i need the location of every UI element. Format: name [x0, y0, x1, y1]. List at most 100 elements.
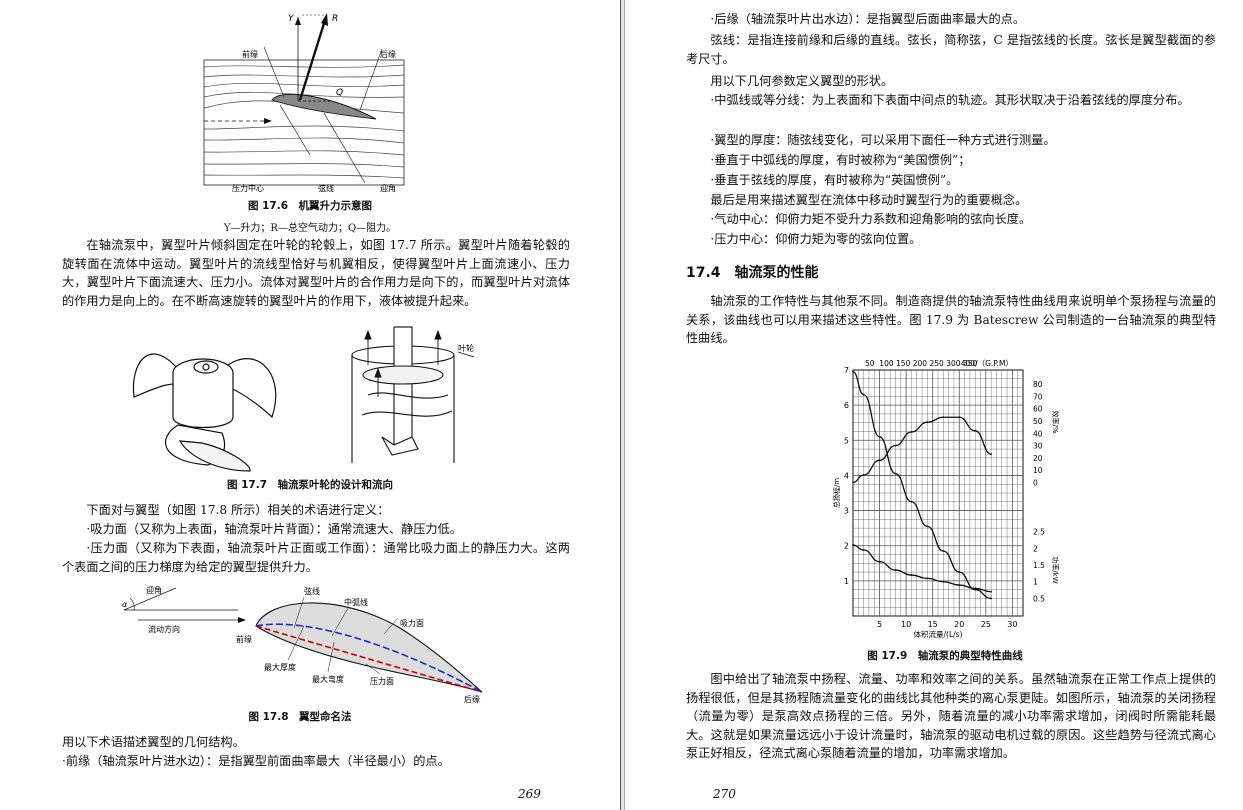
right-page: ·后缘（轴流泵叶片出水边）：是指翼型后面曲率最大的点。 弦线：是指连接前缘和后缘…: [625, 0, 1243, 810]
page-gutter: [620, 0, 625, 810]
left-paragraph-1: 在轴流泵中，翼型叶片倾斜固定在叶轮的轮毂上，如图 17.7 所示。翼型叶片随着轮…: [62, 238, 570, 308]
left-tick-label: 1: [844, 577, 849, 586]
data-point: [910, 574, 913, 576]
left-paragraph-2: 下面对与翼型（如图 17.8 所示）相关的术语进行定义：: [86, 503, 390, 517]
right-paragraph-12: 图中给出了轴流泵中扬程、流量、功率和效率之间的关系。虽然轴流泵在正常工作点上提供…: [686, 672, 1216, 761]
data-point: [942, 580, 945, 583]
label-leading-edge: 前缘: [236, 634, 252, 644]
power-tick-label: 1: [1033, 578, 1038, 587]
data-point: [958, 416, 961, 419]
left-paragraph-3: ·吸力面（又称为上表面，轴流泵叶片背面）：通常流速大、静压力低。: [86, 522, 462, 536]
label-impeller: 叶轮: [458, 343, 474, 353]
left-tick-label: 3: [844, 507, 849, 516]
label-pressure-surface: 压力面: [370, 676, 394, 686]
power-tick-label: 2.5: [1033, 528, 1045, 537]
left-paragraph-4: ·压力面（又称为下表面，轴流泵叶片正面或工作面）：通常比吸力面上的静压力大。这两…: [62, 541, 570, 574]
data-point: [862, 393, 865, 396]
x-tick-label: 5: [877, 620, 882, 629]
data-point: [852, 370, 854, 373]
label-attack-angle: 迎角: [380, 183, 396, 193]
label-chord: 弦线: [304, 586, 320, 596]
left-tick-label: 6: [844, 401, 849, 410]
data-point: [974, 587, 977, 590]
label-attack-angle: 迎角: [146, 585, 162, 595]
right-paragraph-3: 用以下几何参数定义翼型的形状。: [710, 74, 894, 88]
data-point: [910, 500, 913, 503]
efficiency-tick-label: 0: [1033, 478, 1038, 487]
right-paragraph-11: 轴流泵的工作特性与其他泵不同。制造商提供的轴流泵特性曲线用来说明单个泵扬程与流量…: [686, 294, 1216, 346]
data-point: [958, 584, 961, 586]
left-paragraph-6: ·前缘（轴流泵叶片进水边）：是指翼型前面曲率最大（半径最小）的点。: [62, 754, 450, 768]
left-page: Y R 前缘 后缘 Q v 压力中心 弦线 迎角 图 17.6 机翼升力示意图 …: [0, 0, 620, 810]
label-q: Q: [336, 88, 343, 98]
top-tick-label: 200: [913, 359, 928, 368]
data-point: [894, 444, 897, 447]
label-suction-surface: 吸力面: [400, 618, 424, 628]
efficiency-tick-label: 70: [1033, 392, 1043, 401]
x-tick-label: 10: [901, 620, 911, 629]
airfoil-outline: [255, 602, 483, 693]
top-tick-label: 250: [930, 359, 945, 368]
label-max-thickness: 最大厚度: [264, 662, 296, 672]
data-point: [878, 560, 881, 563]
data-point: [974, 429, 977, 432]
x-tick-label: 30: [1007, 620, 1017, 629]
data-point: [990, 597, 993, 600]
power-tick-label: 2: [1033, 544, 1038, 553]
efficiency-tick-label: 20: [1033, 454, 1043, 463]
top-tick-label: 400/（G.P.M）: [961, 359, 1013, 368]
top-tick-label: 150: [896, 359, 911, 368]
power-curve: [852, 544, 992, 593]
data-point: [990, 590, 993, 593]
data-point: [926, 421, 929, 424]
right-paragraph-6: ·垂直于中弧线的厚度，有时被称为“美国惯例”；: [710, 153, 971, 167]
left-tick-label: 5: [844, 436, 849, 445]
data-point: [974, 588, 977, 591]
efficiency-tick-label: 80: [1033, 380, 1043, 389]
left-tick-label: 2: [844, 542, 849, 551]
figure-17-6-wing-lift: Y R 前缘 后缘 Q v 压力中心 弦线 迎角: [203, 13, 405, 193]
head-curve: [852, 371, 992, 600]
x-tick-label: 25: [981, 620, 991, 629]
label-pressure-center: 压力中心: [232, 183, 264, 193]
right-paragraph-10: ·压力中心：仰俯力矩为零的弦向位置。: [710, 232, 922, 246]
top-tick-label: 50: [865, 359, 875, 368]
wing-airfoil: [271, 93, 377, 120]
efficiency-tick-label: 10: [1033, 466, 1043, 475]
label-y: Y: [288, 14, 295, 24]
figure-17-8-airfoil-nomenclature: 迎角 α 流动方向 前缘 弦线 中弧线 吸力面 最大厚度 最大弯度 压力面 后缘: [122, 585, 483, 704]
figure-17-7-caption: 图 17.7 轴流泵叶轮的设计和流向: [226, 479, 394, 491]
data-point: [878, 435, 881, 438]
label-trailing-edge: 后缘: [380, 49, 396, 59]
x-tick-label: 20: [954, 620, 964, 629]
data-point: [894, 569, 897, 571]
data-point: [878, 459, 881, 462]
efficiency-tick-label: 50: [1033, 417, 1043, 426]
figure-17-8-caption: 图 17.8 翼型命名法: [248, 711, 352, 723]
data-point: [910, 431, 913, 433]
label-max-camber: 最大弯度: [312, 674, 344, 684]
top-tick-label: 350: [963, 359, 978, 368]
power-tick-label: 1.5: [1033, 561, 1045, 570]
efficiency-tick-label: 60: [1033, 405, 1043, 414]
figure-17-9-caption: 图 17.9 轴流泵的典型特性曲线: [867, 650, 1023, 662]
top-tick-label: 100: [879, 359, 894, 368]
page-number-right: 270: [713, 787, 736, 801]
efficiency-tick-label: 40: [1033, 429, 1043, 438]
power-tick-label: 0.5: [1033, 594, 1045, 603]
right-paragraph-5: ·翼型的厚度：随弦线变化，可以采用下面任一种方式进行测量。: [710, 133, 1056, 147]
label-leading-edge: 前缘: [242, 49, 258, 59]
data-point: [862, 549, 865, 551]
top-tick-label: 300: [946, 359, 961, 368]
label-flow-direction: 流动方向: [148, 624, 180, 634]
data-point: [862, 474, 865, 476]
x-axis-label: 体积流量/(L/s): [914, 629, 963, 639]
figure-17-6-caption: 图 17.6 机翼升力示意图: [247, 200, 373, 212]
right-paragraph-8: 最后是用来描述翼型在流体中移动时翼型行为的重要概念。: [710, 193, 1028, 207]
power-axis-label: 功率/kW: [1051, 556, 1060, 583]
left-axis-label: 总扬程/m: [832, 478, 841, 508]
right-paragraph-2: 弦线：是指连接前缘和后缘的直线。弦长，简称弦，C 是指弦线的长度。弦长是翼型截面…: [686, 33, 1216, 66]
left-tick-label: 4: [844, 471, 849, 480]
figure-17-7-impeller: 叶轮: [132, 326, 475, 472]
label-chord: 弦线: [318, 183, 334, 193]
